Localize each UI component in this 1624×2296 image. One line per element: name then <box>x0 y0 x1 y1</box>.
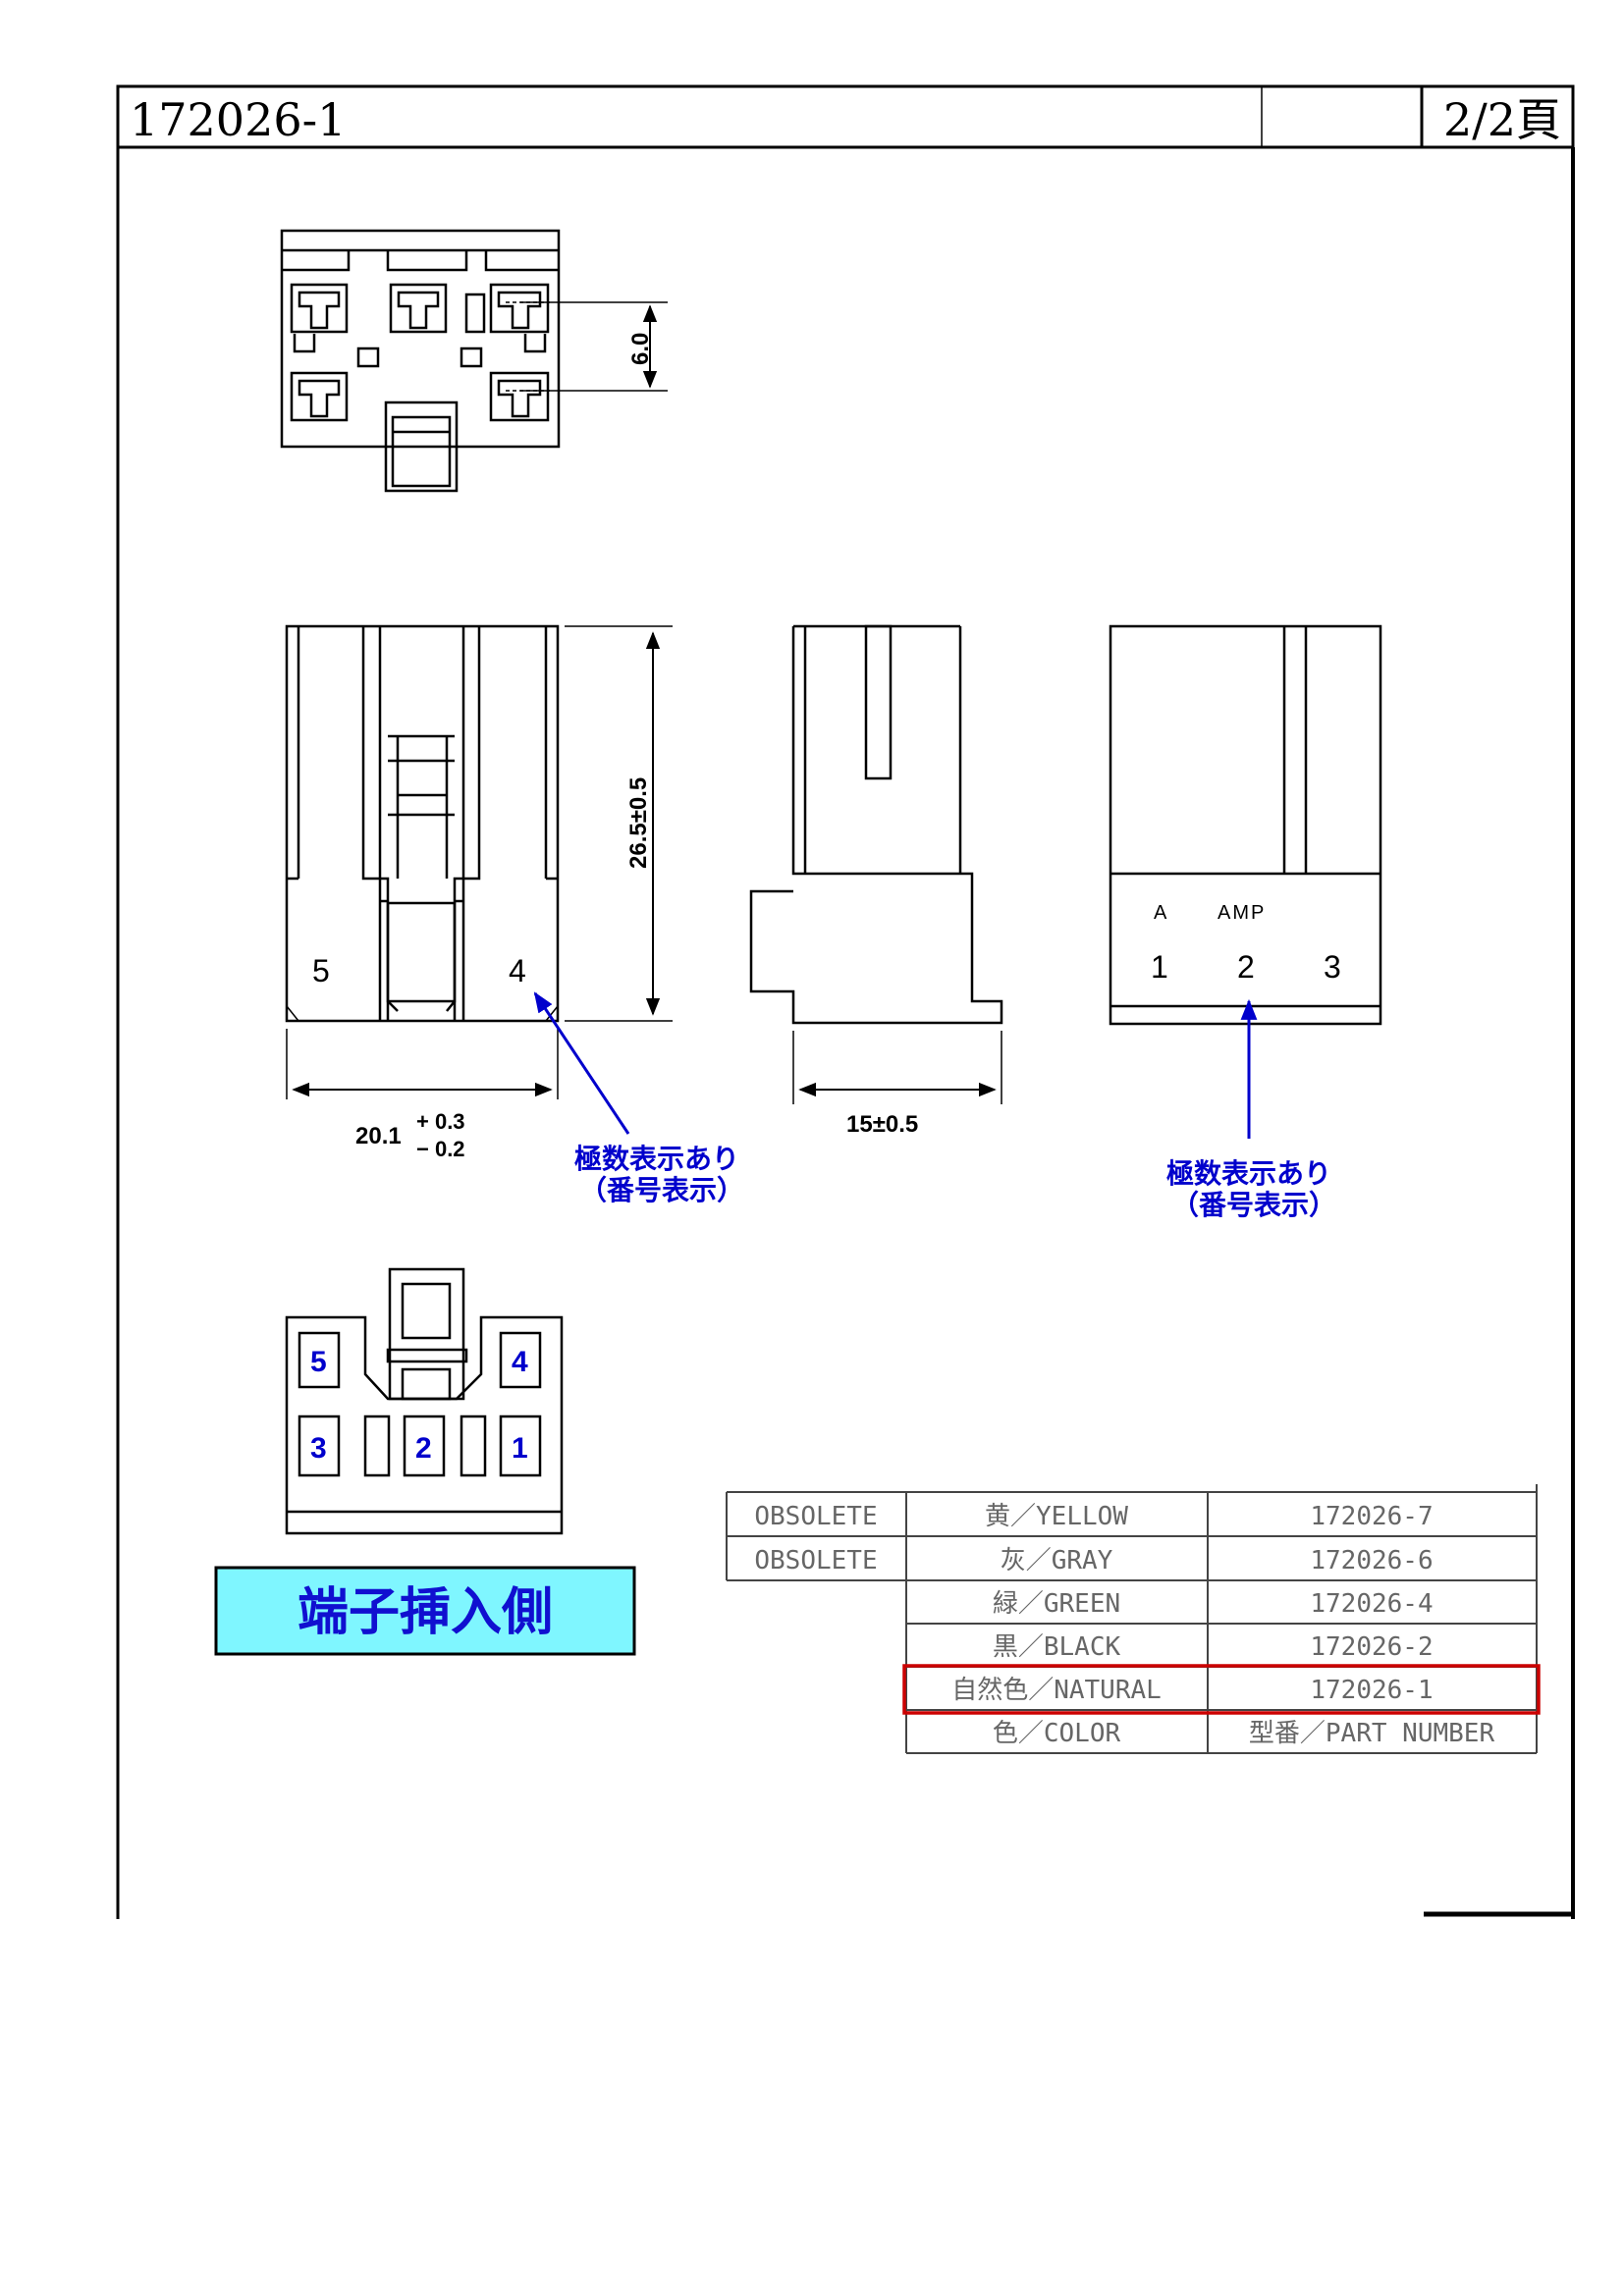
mating-pin-label: 5 <box>310 1346 327 1378</box>
mating-pin-label: 4 <box>512 1346 528 1378</box>
pole-marking-note: （番号表示） <box>579 1174 744 1206</box>
mating-pin-label: 3 <box>310 1432 327 1465</box>
pole-marking-note: （番号表示） <box>1171 1189 1336 1221</box>
mating-cavity <box>499 1415 542 1477</box>
end-marking-a: A <box>1154 902 1168 924</box>
table-color: 黒／BLACK <box>993 1632 1121 1662</box>
top-cavity <box>290 283 349 334</box>
top-view <box>280 229 668 493</box>
table-header-part-number: 型番／PART NUMBER <box>1249 1719 1495 1748</box>
table-status: OBSOLETE <box>754 1546 877 1575</box>
mating-pin-label: 2 <box>415 1432 432 1465</box>
table-color: 自然色／NATURAL <box>951 1676 1162 1705</box>
table-header-color: 色／COLOR <box>993 1719 1121 1748</box>
pole-marking-note: 極数表示あり <box>1166 1157 1331 1190</box>
mating-face-view <box>285 1267 564 1535</box>
front-pin-label: 4 <box>509 953 526 988</box>
dimension-height: 26.5±0.5 <box>625 777 652 869</box>
sheet-frame <box>116 84 1575 1919</box>
side-view <box>749 624 1003 1104</box>
table-part-number: 172026-2 <box>1310 1632 1433 1662</box>
page-number: 2/2頁 <box>1443 93 1561 146</box>
dimension-depth: 15±0.5 <box>846 1111 918 1138</box>
front-view <box>285 624 673 1099</box>
table-part-number: 172026-7 <box>1310 1502 1433 1531</box>
mating-pin-label: 1 <box>512 1432 528 1465</box>
dimension-width: 20.1 <box>355 1123 402 1149</box>
terminal-insertion-label: 端子挿入側 <box>298 1583 553 1642</box>
mating-cavity <box>298 1415 341 1477</box>
dimension-width-tol-plus: + 0.3 <box>416 1109 465 1134</box>
table-part-number: 172026-4 <box>1310 1589 1433 1619</box>
dimension-pitch: 6.0 <box>627 333 654 365</box>
table-status: OBSOLETE <box>754 1502 877 1531</box>
top-cavity <box>389 283 448 334</box>
dimension-width-tol-minus: − 0.2 <box>416 1137 465 1161</box>
table-color: 灰／GRAY <box>1001 1546 1113 1575</box>
drawing-number: 172026-1 <box>130 93 346 146</box>
end-view <box>1109 624 1382 1026</box>
end-pin-label: 1 <box>1151 949 1168 985</box>
pole-marking-note: 極数表示あり <box>574 1143 739 1175</box>
terminal-insertion-label-box <box>214 1566 636 1656</box>
current-part-highlight <box>902 1664 1541 1715</box>
mating-cavity <box>403 1415 446 1477</box>
end-pin-label: 2 <box>1237 949 1255 985</box>
table-part-number: 172026-1 <box>1310 1676 1433 1705</box>
top-cavity <box>489 371 550 422</box>
table-color: 緑／GREEN <box>993 1589 1120 1619</box>
table-color: 黄／YELLOW <box>985 1502 1128 1531</box>
table-part-number: 172026-6 <box>1310 1546 1433 1575</box>
top-cavity <box>290 371 349 422</box>
top-cavity <box>489 283 550 334</box>
end-pin-label: 3 <box>1324 949 1341 985</box>
pole-marking-arrow <box>533 991 630 1135</box>
front-pin-label: 5 <box>312 953 330 988</box>
mating-cavity <box>298 1331 341 1389</box>
mating-cavity <box>499 1331 542 1389</box>
end-marking-amp: AMP <box>1218 902 1266 924</box>
